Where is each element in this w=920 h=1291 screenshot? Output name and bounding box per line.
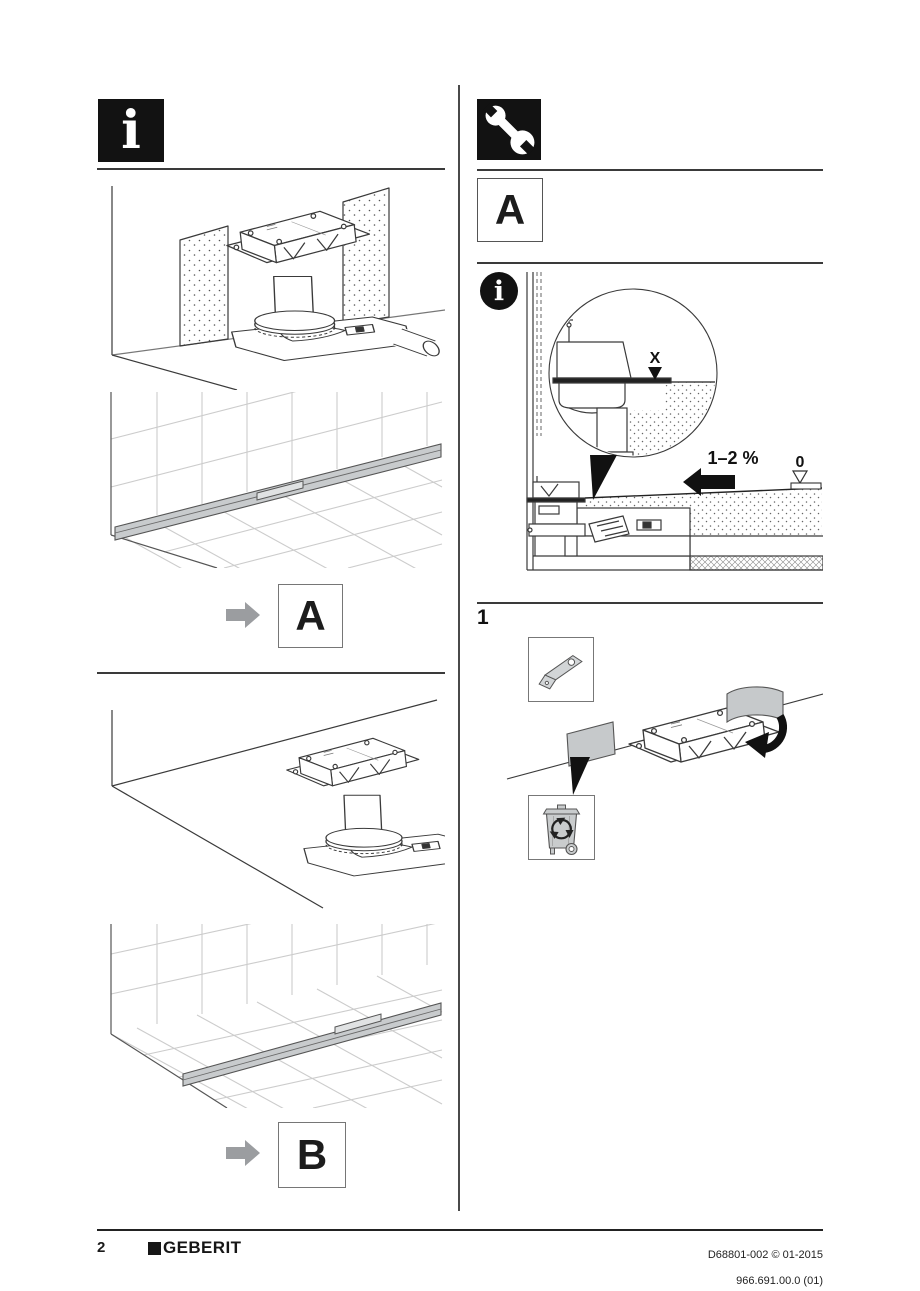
arrow-right-icon	[226, 602, 260, 628]
zero-marker-triangle	[791, 470, 809, 485]
x-label: X	[650, 350, 661, 367]
rule-right-mid1	[477, 262, 823, 264]
arrow-right-icon	[226, 1140, 260, 1166]
drain-trap	[231, 275, 444, 362]
info-icon: i	[98, 99, 164, 162]
figure-step1-remove-strips	[506, 686, 823, 795]
brand-logo: GEBERIT	[148, 1238, 241, 1258]
variant-a-box: A	[278, 584, 343, 648]
x-marker-triangle	[648, 367, 662, 380]
article-number: 966.691.00.0 (01)	[736, 1275, 823, 1287]
curved-arrow-icon	[745, 713, 788, 758]
wrench-icon	[477, 99, 541, 160]
rule-right-top	[477, 169, 823, 171]
rule-left-top	[97, 168, 445, 170]
shower-channel-wall	[114, 443, 442, 541]
slope-label: 1–2 %	[707, 448, 758, 468]
info-glyph: i	[493, 275, 505, 307]
figure-floor-installation	[111, 699, 445, 909]
wall-panel-left	[179, 225, 229, 347]
figure-cross-section: X 1–2 % 0	[526, 272, 823, 571]
variant-a-label: A	[295, 592, 326, 639]
brand-square-icon	[148, 1241, 161, 1255]
figure-floor-drain-tiled	[110, 924, 443, 1108]
drain-cross-section	[526, 476, 691, 557]
recycle-bin-icon	[528, 795, 595, 860]
rule-left-mid	[97, 672, 445, 674]
zero-reference-pad	[790, 482, 822, 490]
drain-protection-box	[628, 707, 780, 763]
column-divider	[458, 85, 460, 1211]
step-number: 1	[477, 606, 489, 629]
variant-b-box: B	[278, 1122, 346, 1188]
variant-b-label: B	[296, 1131, 328, 1178]
arrow-left-icon	[683, 468, 735, 496]
section-a-box: A	[477, 178, 543, 242]
brand-name: GEBERIT	[163, 1238, 242, 1257]
recycle-symbol	[549, 817, 574, 840]
figure-wall-drain-tiled	[110, 392, 443, 568]
rule-right-mid2	[477, 602, 823, 604]
wrench-glyph	[483, 103, 535, 155]
detail-pointer	[590, 455, 617, 500]
document-info: D68801-002 © 01-2015 966.691.00.0 (01)	[600, 1236, 823, 1291]
protective-strip-right	[726, 686, 784, 724]
drain-trap	[303, 794, 445, 877]
info-circle-icon: i	[480, 272, 518, 310]
protective-strip-left	[566, 721, 616, 767]
footer-rule	[97, 1229, 823, 1231]
zero-label: 0	[796, 454, 805, 471]
wall-panel-right	[342, 187, 390, 325]
section-a-label: A	[494, 186, 526, 233]
figure-wall-installation	[111, 186, 445, 390]
drain-protection-box	[286, 737, 420, 787]
info-glyph: i	[121, 99, 141, 161]
page-number: 2	[97, 1239, 106, 1256]
disposal-pointer	[570, 757, 590, 795]
doc-id: D68801-002 © 01-2015	[707, 1249, 823, 1261]
screed-layer	[585, 488, 822, 536]
shower-channel-floor	[182, 1002, 442, 1087]
utility-knife-icon	[528, 637, 594, 702]
